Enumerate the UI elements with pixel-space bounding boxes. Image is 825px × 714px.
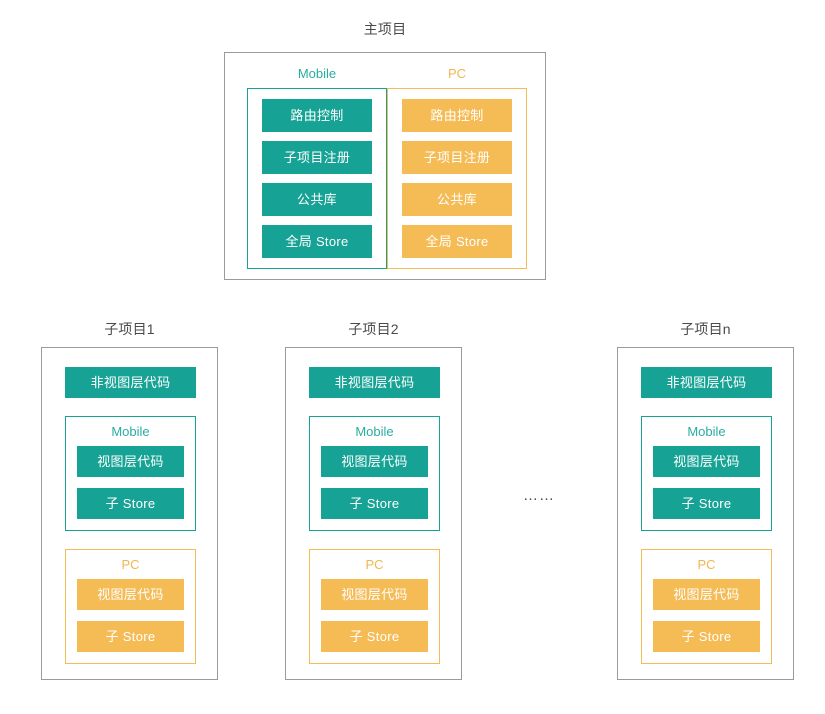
sub-project-content: 非视图层代码 Mobile 视图层代码 子 Store PC 视图层代码 子 S… xyxy=(309,367,440,664)
chip-sub-store[interactable]: 子 Store xyxy=(77,621,184,652)
platform-label-pc: PC xyxy=(697,557,716,572)
sub-project-card: 非视图层代码 Mobile 视图层代码 子 Store PC 视图层代码 子 S… xyxy=(617,347,794,680)
sub-project-title: 子项目2 xyxy=(348,321,399,337)
main-project-card: Mobile 路由控制 子项目注册 公共库 全局 Store PC 路由控制 子… xyxy=(224,52,546,280)
sub-project-card: 非视图层代码 Mobile 视图层代码 子 Store PC 视图层代码 子 S… xyxy=(41,347,218,680)
chip-non-view-layer-code[interactable]: 非视图层代码 xyxy=(641,367,772,398)
ellipsis-separator: …… xyxy=(523,487,555,504)
sub-project-title: 子项目n xyxy=(680,321,731,337)
main-project-title: 主项目 xyxy=(363,21,407,37)
sub-project-content: 非视图层代码 Mobile 视图层代码 子 Store PC 视图层代码 子 S… xyxy=(65,367,196,664)
chip-non-view-layer-code[interactable]: 非视图层代码 xyxy=(65,367,196,398)
chip-route-control[interactable]: 路由控制 xyxy=(262,99,372,132)
platform-frame-mobile: Mobile 视图层代码 子 Store xyxy=(641,416,772,531)
platform-frame-pc: 路由控制 子项目注册 公共库 全局 Store xyxy=(387,88,527,269)
chip-global-store[interactable]: 全局 Store xyxy=(402,225,512,258)
chip-sub-store[interactable]: 子 Store xyxy=(77,488,184,519)
platform-label-mobile: Mobile xyxy=(111,424,150,439)
chip-sub-store[interactable]: 子 Store xyxy=(653,621,760,652)
main-project-platform-mobile: Mobile 路由控制 子项目注册 公共库 全局 Store xyxy=(247,66,387,269)
platform-label-mobile: Mobile xyxy=(687,424,726,439)
chip-view-layer-code[interactable]: 视图层代码 xyxy=(321,579,428,610)
chip-view-layer-code[interactable]: 视图层代码 xyxy=(653,579,760,610)
platform-frame-pc: PC 视图层代码 子 Store xyxy=(65,549,196,664)
chip-sub-store[interactable]: 子 Store xyxy=(321,621,428,652)
sub-project-title: 子项目1 xyxy=(104,321,155,337)
platform-label-pc: PC xyxy=(365,557,384,572)
chip-common-library[interactable]: 公共库 xyxy=(262,183,372,216)
chip-non-view-layer-code[interactable]: 非视图层代码 xyxy=(309,367,440,398)
platform-frame-pc: PC 视图层代码 子 Store xyxy=(309,549,440,664)
platform-label-pc: PC xyxy=(447,66,467,81)
platform-frame-pc: PC 视图层代码 子 Store xyxy=(641,549,772,664)
platform-frame-mobile: Mobile 视图层代码 子 Store xyxy=(65,416,196,531)
main-project-platform-pc: PC 路由控制 子项目注册 公共库 全局 Store xyxy=(387,66,527,269)
chip-subproject-register[interactable]: 子项目注册 xyxy=(402,141,512,174)
chip-view-layer-code[interactable]: 视图层代码 xyxy=(77,579,184,610)
chip-view-layer-code[interactable]: 视图层代码 xyxy=(321,446,428,477)
sub-project-card: 非视图层代码 Mobile 视图层代码 子 Store PC 视图层代码 子 S… xyxy=(285,347,462,680)
chip-view-layer-code[interactable]: 视图层代码 xyxy=(653,446,760,477)
chip-common-library[interactable]: 公共库 xyxy=(402,183,512,216)
platform-frame-mobile: Mobile 视图层代码 子 Store xyxy=(309,416,440,531)
platform-label-mobile: Mobile xyxy=(297,66,337,81)
sub-project-content: 非视图层代码 Mobile 视图层代码 子 Store PC 视图层代码 子 S… xyxy=(641,367,772,664)
platform-label-mobile: Mobile xyxy=(355,424,394,439)
platform-label-pc: PC xyxy=(121,557,140,572)
chip-route-control[interactable]: 路由控制 xyxy=(402,99,512,132)
platform-frame-mobile: 路由控制 子项目注册 公共库 全局 Store xyxy=(247,88,387,269)
chip-subproject-register[interactable]: 子项目注册 xyxy=(262,141,372,174)
chip-view-layer-code[interactable]: 视图层代码 xyxy=(77,446,184,477)
chip-global-store[interactable]: 全局 Store xyxy=(262,225,372,258)
chip-sub-store[interactable]: 子 Store xyxy=(653,488,760,519)
chip-sub-store[interactable]: 子 Store xyxy=(321,488,428,519)
